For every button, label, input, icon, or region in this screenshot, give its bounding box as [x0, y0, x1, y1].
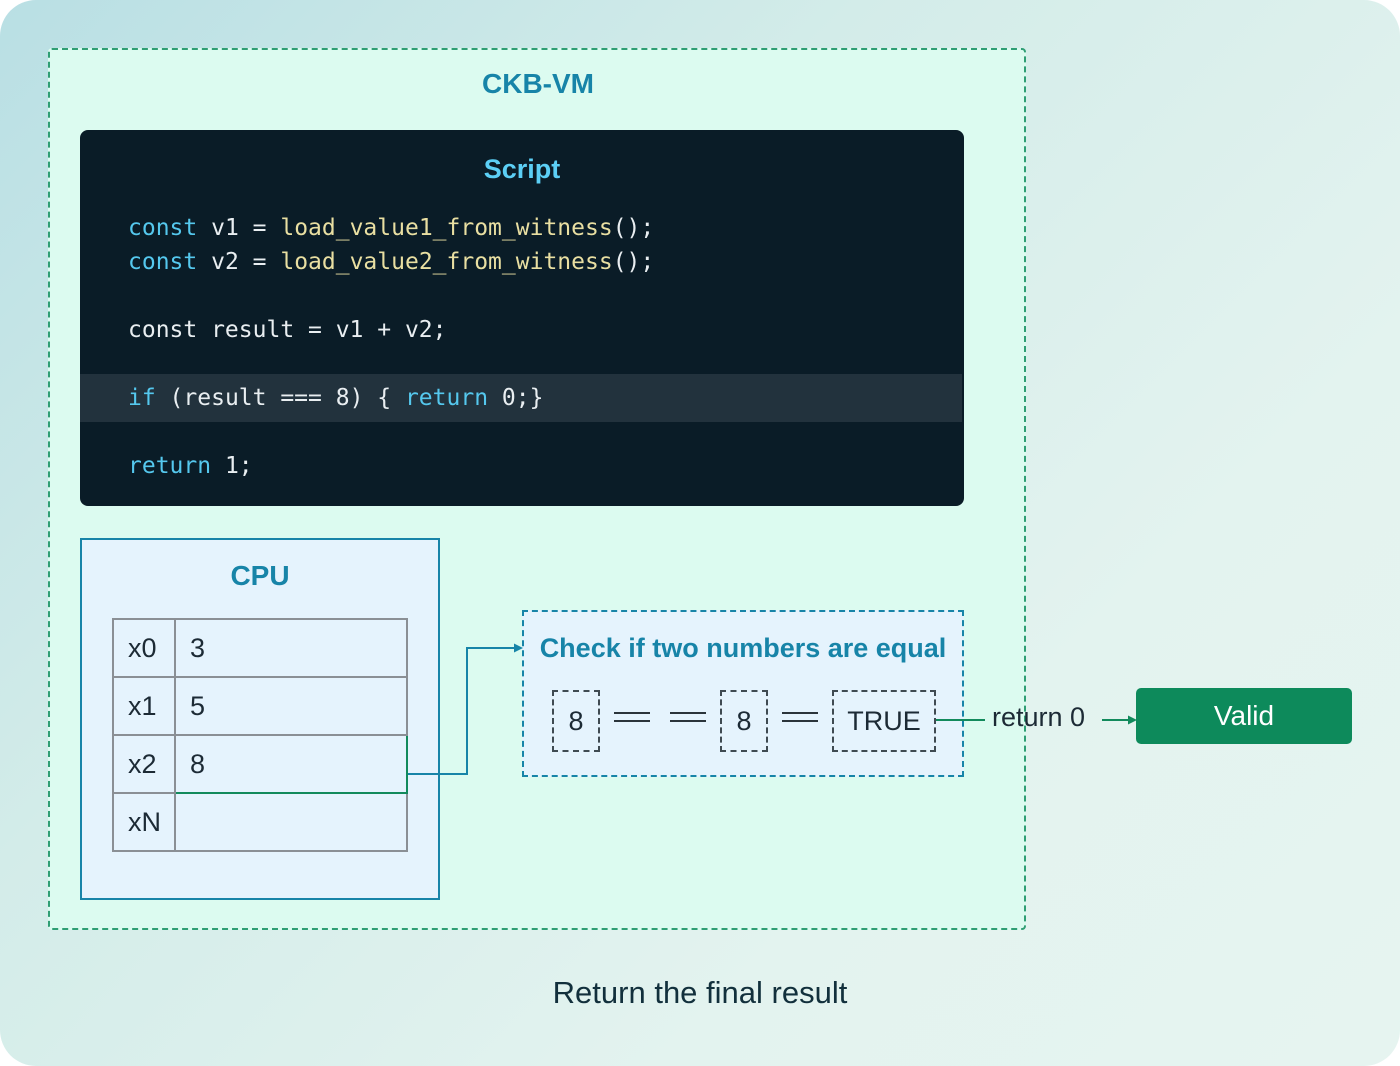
register-name: x2	[112, 734, 176, 794]
caption: Return the final result	[552, 975, 848, 1010]
code-line-3: const result = v1 + v2;	[128, 317, 447, 343]
register-to-check-connector	[408, 647, 516, 775]
valid-badge: Valid	[1136, 688, 1352, 744]
code-line-5: return 1;	[128, 453, 253, 479]
code-line-1: const v1 = load_value1_from_witness();	[128, 215, 655, 241]
right-operand-cell: 8	[720, 690, 768, 752]
left-operand-cell: 8	[552, 690, 600, 752]
highlighted-line	[80, 374, 962, 422]
register-row-active: x2 8	[112, 734, 408, 794]
register-name: xN	[112, 792, 176, 852]
register-table: x0 3 x1 5 x2 8 xN	[112, 618, 408, 852]
cpu-title: CPU	[230, 560, 290, 591]
equality-check-title: Check if two numbers are equal	[539, 633, 947, 663]
script-panel: Script const v1 = load_value1_from_witne…	[80, 130, 964, 506]
equals-sign	[670, 712, 706, 722]
equals-sign	[782, 712, 818, 722]
register-value: 5	[174, 676, 408, 736]
result-cell: TRUE	[832, 690, 936, 752]
code-line-4: if (result === 8) { return 0;}	[128, 385, 544, 411]
register-value	[174, 792, 408, 852]
register-row: x0 3	[112, 618, 408, 678]
register-name: x0	[112, 618, 176, 678]
return-label: return 0	[992, 702, 1086, 732]
register-value: 3	[174, 618, 408, 678]
arrowhead-icon	[1128, 715, 1137, 725]
register-name: x1	[112, 676, 176, 736]
code-line-2: const v2 = load_value2_from_witness();	[128, 249, 655, 275]
arrowhead-icon	[514, 643, 523, 653]
register-row: x1 5	[112, 676, 408, 736]
equals-sign	[614, 712, 650, 722]
register-row: xN	[112, 792, 408, 852]
register-value: 8	[174, 734, 408, 794]
equality-check-box	[522, 610, 964, 777]
script-title: Script	[483, 154, 561, 184]
vm-title: CKB-VM	[482, 68, 594, 99]
